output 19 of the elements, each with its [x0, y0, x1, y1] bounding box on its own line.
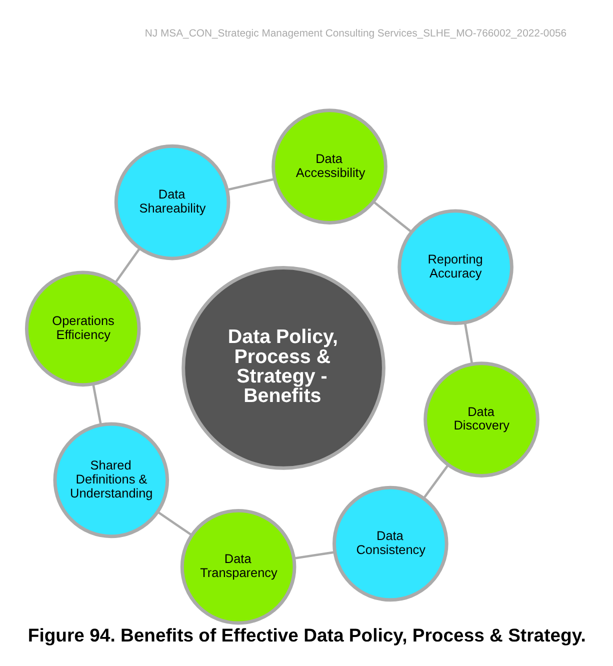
connector — [156, 511, 192, 536]
node-circle: Data Consistency — [332, 486, 448, 602]
node-circle: Data Discovery — [423, 362, 539, 478]
node-circle: Data Policy, Process & Strategy - Benefits — [181, 266, 385, 470]
caption: Figure 94. Benefits of Effective Data Policy, Process & Strategy. — [27, 624, 586, 646]
node-circle: Reporting Accuracy — [397, 209, 513, 326]
label: NJ MSA_CON_Strategic Management Consulting Services_SLHE_MO-766002_2022-0056 — [144, 28, 566, 40]
node-circle: Shared Definitions & Understanding — [52, 422, 169, 538]
node-circle: Data Accessibility — [271, 108, 387, 224]
connector — [114, 248, 140, 284]
connector — [92, 384, 102, 425]
connector — [226, 178, 274, 191]
connector — [372, 200, 412, 233]
connector — [463, 322, 473, 364]
node-circle: Operations Efficiency — [24, 270, 140, 387]
node-circle: Data Shareability — [114, 144, 230, 260]
node-circle: Data Transparency — [180, 508, 296, 625]
connector — [293, 551, 334, 560]
connector — [422, 464, 449, 499]
